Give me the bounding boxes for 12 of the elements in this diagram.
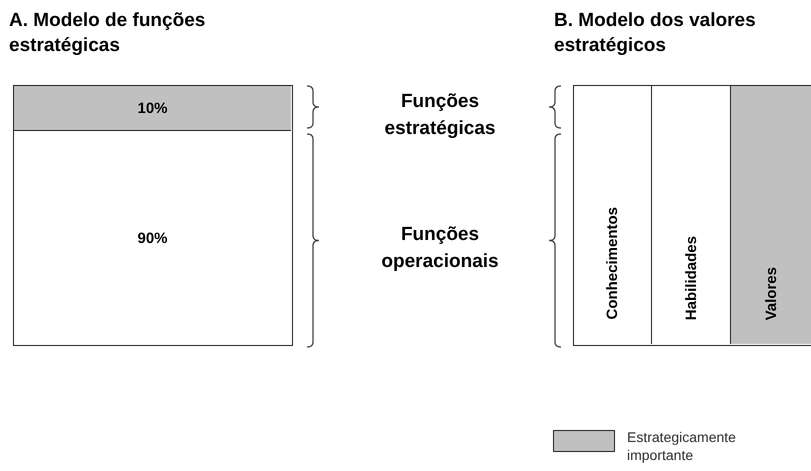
column-label: Conhecimentos: [604, 207, 621, 320]
column-label: Habilidades: [682, 236, 700, 320]
brace-label: Funções operacionais: [380, 223, 500, 274]
percentage-label: 90%: [137, 230, 168, 246]
model-heading: B. Modelo dos valores estratégicos: [554, 9, 757, 58]
brace-label: Funções estratégicas: [384, 90, 496, 141]
percentage-label: 10%: [137, 100, 168, 116]
value-column: [731, 86, 811, 344]
model-heading: A. Modelo de funções estratégicas: [9, 9, 206, 58]
legend-label: Estrategicamente importante: [627, 428, 737, 464]
percentage-band: [14, 86, 291, 131]
column-label: Valores: [762, 266, 780, 320]
